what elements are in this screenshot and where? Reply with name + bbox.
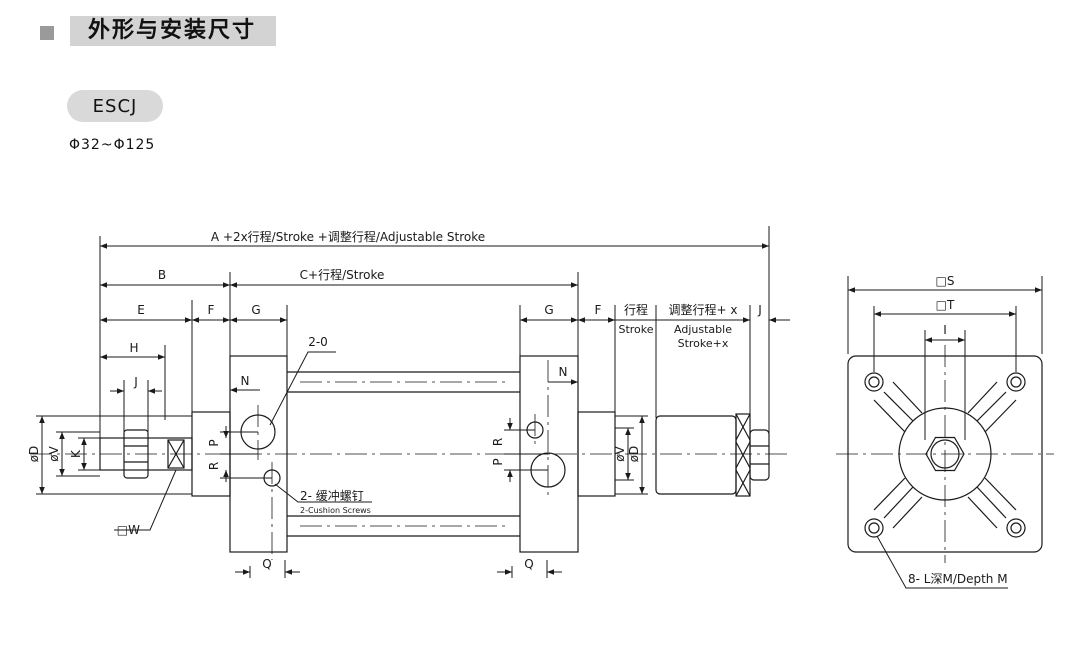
front-center-lines xyxy=(836,345,1054,563)
dim-s: □S xyxy=(936,274,955,288)
dim-g-left: G xyxy=(251,303,260,317)
section-marker xyxy=(40,26,54,40)
dim-adjust-cn: 调整行程+ x xyxy=(669,302,738,317)
section-title: 外形与安装尺寸 xyxy=(88,18,257,43)
tapped-hole-label: 8- L深M/Depth M xyxy=(908,572,1008,586)
dim-j-left: J xyxy=(133,375,138,389)
dim-d-right: øD xyxy=(627,446,641,463)
dim-n-right: N xyxy=(559,365,568,379)
cushion-label-en: 2-Cushion Screws xyxy=(300,506,371,515)
cylinder-body xyxy=(99,355,770,553)
dim-n-left: N xyxy=(241,374,250,388)
dim-i: I xyxy=(943,323,947,337)
port-label: 2-0 xyxy=(308,335,328,349)
dim-b: B xyxy=(158,268,166,282)
extension-lines xyxy=(99,226,770,578)
dim-p-right: P xyxy=(491,458,505,465)
dim-t: □T xyxy=(936,298,955,312)
dim-stroke-en: Stroke xyxy=(618,323,653,336)
model-label: ESCJ xyxy=(67,90,163,122)
dim-adjust-en-1: Adjustable xyxy=(674,323,732,336)
dim-c-stroke: C+行程/Stroke xyxy=(300,267,385,282)
dim-e: E xyxy=(137,303,145,317)
dim-p-left: P xyxy=(207,439,221,446)
dim-v-left: øV xyxy=(47,445,61,461)
dim-w: □W xyxy=(117,523,140,537)
dim-f-left: F xyxy=(208,303,215,317)
dim-k: K xyxy=(69,449,83,458)
dim-a-total: A +2x行程/Stroke +调整行程/Adjustable Stroke xyxy=(211,229,485,244)
dim-q-left: Q xyxy=(262,557,271,571)
dim-h: H xyxy=(129,341,138,355)
dim-g-right: G xyxy=(544,303,553,317)
dim-d-left: øD xyxy=(27,446,41,463)
center-lines xyxy=(30,360,790,560)
dim-q-right: Q xyxy=(524,557,533,571)
dim-adjust-en-2: Stroke+x xyxy=(678,337,729,350)
bore-range: Φ32~Φ125 xyxy=(69,137,156,153)
dim-r-right: R xyxy=(491,438,505,446)
dim-r-left: R xyxy=(207,462,221,470)
title-background xyxy=(70,16,276,46)
leader-lines xyxy=(114,351,372,531)
front-view-dims xyxy=(847,276,1043,589)
cushion-label-cn: 2- 缓冲螺钉 xyxy=(300,488,364,503)
dim-v-right: øV xyxy=(613,445,627,461)
dim-stroke-cn: 行程 xyxy=(624,302,648,317)
dimension-lines xyxy=(39,243,790,575)
dim-j-right: J xyxy=(757,303,762,317)
dim-f-right: F xyxy=(595,303,602,317)
